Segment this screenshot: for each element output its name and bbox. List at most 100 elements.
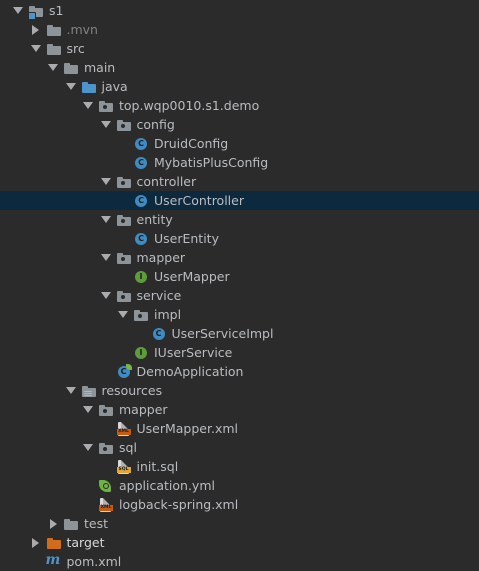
collapse-arrow-icon[interactable] bbox=[117, 305, 129, 324]
tree-row[interactable]: s1 bbox=[0, 1, 479, 20]
collapse-arrow-icon[interactable] bbox=[65, 77, 77, 96]
tree-row[interactable]: target bbox=[0, 533, 479, 552]
package-icon bbox=[98, 98, 114, 114]
tree-spacer bbox=[100, 457, 112, 476]
tree-item-label: DruidConfig bbox=[154, 136, 229, 151]
tree-row[interactable]: service bbox=[0, 286, 479, 305]
tree-item-label: pom.xml bbox=[66, 554, 122, 569]
tree-spacer bbox=[117, 343, 129, 362]
interface-icon: I bbox=[133, 345, 149, 361]
tree-row[interactable]: test bbox=[0, 514, 479, 533]
tree-row[interactable]: XML logback-spring.xml bbox=[0, 495, 479, 514]
package-icon bbox=[116, 117, 132, 133]
tree-row[interactable]: mapper bbox=[0, 248, 479, 267]
tree-item-label: controller bbox=[136, 174, 197, 189]
tree-item-label: impl bbox=[154, 307, 182, 322]
source-folder-icon bbox=[81, 79, 97, 95]
xml-file-icon: XML bbox=[116, 421, 132, 437]
maven-pom-icon: m bbox=[45, 551, 61, 568]
collapse-arrow-icon[interactable] bbox=[47, 58, 59, 77]
expand-arrow-icon[interactable] bbox=[30, 533, 42, 552]
tree-item-label: UserEntity bbox=[154, 231, 219, 246]
collapse-arrow-icon[interactable] bbox=[82, 96, 94, 115]
tree-row[interactable]: application.yml bbox=[0, 476, 479, 495]
tree-spacer bbox=[135, 324, 147, 343]
module-folder-icon bbox=[28, 3, 44, 20]
tree-row[interactable]: I IUserService bbox=[0, 343, 479, 362]
folder-icon bbox=[63, 516, 79, 532]
tree-spacer bbox=[82, 476, 94, 495]
tree-spacer bbox=[117, 267, 129, 286]
tree-row[interactable]: config bbox=[0, 115, 479, 134]
collapse-arrow-icon[interactable] bbox=[100, 210, 112, 229]
tree-row[interactable]: C MybatisPlusConfig bbox=[0, 153, 479, 172]
tree-row[interactable]: C DruidConfig bbox=[0, 134, 479, 153]
tree-row[interactable]: resources bbox=[0, 381, 479, 400]
collapse-arrow-icon[interactable] bbox=[82, 400, 94, 419]
tree-item-label: logback-spring.xml bbox=[119, 497, 239, 512]
tree-spacer bbox=[117, 191, 129, 210]
tree-item-label: top.wqp0010.s1.demo bbox=[119, 98, 260, 113]
tree-item-label: MybatisPlusConfig bbox=[154, 155, 269, 170]
package-icon bbox=[116, 288, 132, 304]
folder-icon bbox=[63, 60, 79, 76]
tree-item-label: mapper bbox=[119, 402, 168, 417]
tree-item-label: IUserService bbox=[154, 345, 233, 360]
folder-icon bbox=[46, 22, 62, 38]
package-icon bbox=[116, 250, 132, 266]
expand-arrow-icon[interactable] bbox=[47, 514, 59, 533]
xml-file-icon: XML bbox=[98, 497, 114, 513]
tree-row[interactable]: src bbox=[0, 39, 479, 58]
tree-spacer bbox=[30, 552, 42, 571]
tree-row[interactable]: entity bbox=[0, 210, 479, 229]
tree-row[interactable]: .mvn bbox=[0, 20, 479, 39]
tree-item-label: entity bbox=[136, 212, 173, 227]
package-icon bbox=[98, 440, 114, 456]
tree-row[interactable]: top.wqp0010.s1.demo bbox=[0, 96, 479, 115]
collapse-arrow-icon[interactable] bbox=[30, 39, 42, 58]
package-icon bbox=[133, 307, 149, 323]
tree-row[interactable]: java bbox=[0, 77, 479, 96]
tree-spacer bbox=[100, 419, 112, 438]
spring-boot-class-icon: C bbox=[116, 363, 132, 380]
excluded-folder-icon bbox=[46, 535, 62, 551]
tree-item-label: UserController bbox=[154, 193, 244, 208]
tree-row[interactable]: mapper bbox=[0, 400, 479, 419]
collapse-arrow-icon[interactable] bbox=[100, 248, 112, 267]
collapse-arrow-icon[interactable] bbox=[12, 1, 24, 20]
tree-row[interactable]: controller bbox=[0, 172, 479, 191]
tree-item-label: target bbox=[66, 535, 105, 550]
interface-icon: I bbox=[133, 269, 149, 285]
class-icon: C bbox=[133, 155, 149, 171]
collapse-arrow-icon[interactable] bbox=[65, 381, 77, 400]
tree-item-label: config bbox=[136, 117, 175, 132]
collapse-arrow-icon[interactable] bbox=[100, 172, 112, 191]
tree-row[interactable]: impl bbox=[0, 305, 479, 324]
tree-item-label: test bbox=[84, 516, 109, 531]
class-icon: C bbox=[133, 231, 149, 247]
tree-item-label: resources bbox=[101, 383, 163, 398]
collapse-arrow-icon[interactable] bbox=[100, 115, 112, 134]
tree-spacer bbox=[117, 229, 129, 248]
spring-yml-icon bbox=[98, 478, 114, 494]
tree-row[interactable]: m pom.xml bbox=[0, 552, 479, 571]
expand-arrow-icon[interactable] bbox=[30, 20, 42, 39]
tree-row[interactable]: sql bbox=[0, 438, 479, 457]
collapse-arrow-icon[interactable] bbox=[82, 438, 94, 457]
tree-item-label: mapper bbox=[136, 250, 186, 265]
folder-icon bbox=[46, 41, 62, 57]
collapse-arrow-icon[interactable] bbox=[100, 286, 112, 305]
class-icon: C bbox=[133, 136, 149, 152]
tree-spacer bbox=[117, 134, 129, 153]
tree-spacer bbox=[100, 362, 112, 381]
tree-item-label: main bbox=[84, 60, 116, 75]
tree-row[interactable]: C UserEntity bbox=[0, 229, 479, 248]
tree-row[interactable]: main bbox=[0, 58, 479, 77]
